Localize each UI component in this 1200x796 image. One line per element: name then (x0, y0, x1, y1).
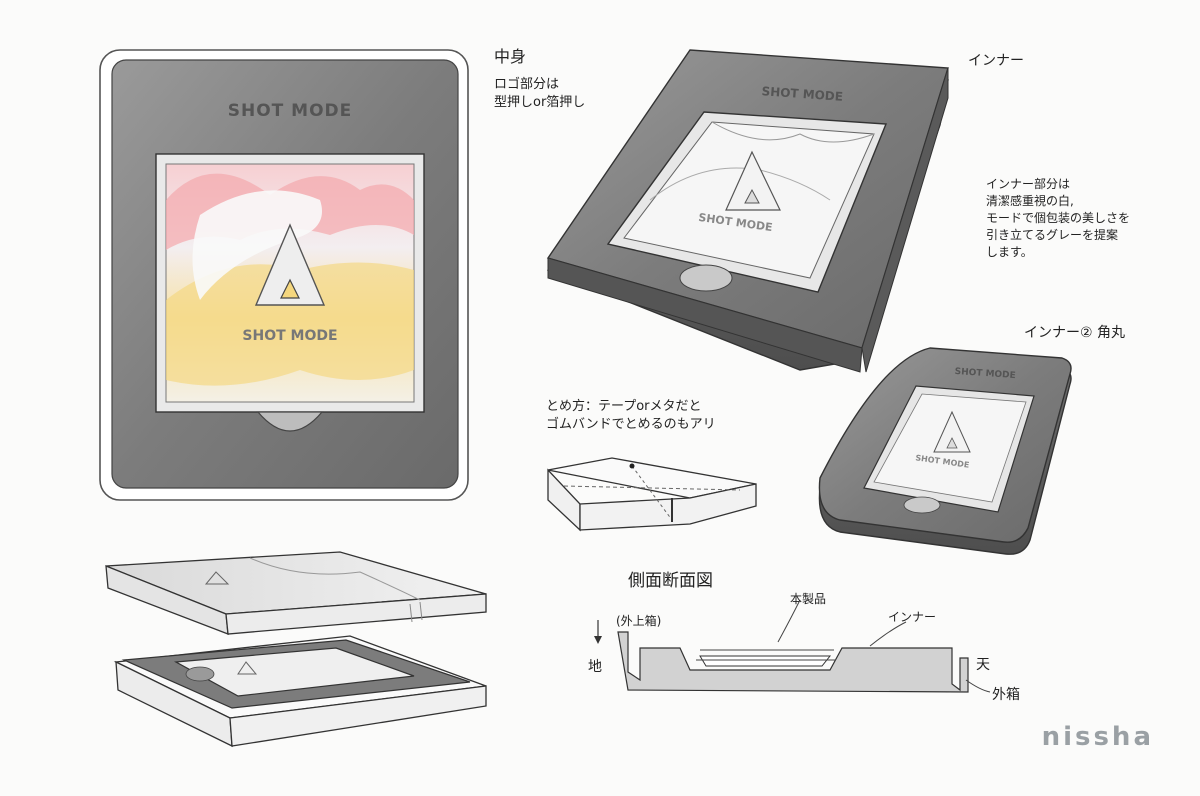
label-ground: 地 (588, 659, 602, 675)
rounded-box-logo-text: SHOT MODE (954, 367, 1016, 381)
closing-note: とめ方：テープorメタだと ゴムバンドでとめるのもアリ (546, 399, 716, 432)
inner-title: インナー (968, 53, 1024, 69)
label-inner: インナー (888, 610, 937, 624)
front-logo-text: SHOT MODE (228, 101, 353, 121)
inner2-title: インナー② 角丸 (1024, 325, 1126, 341)
closing-method-sketch (547, 457, 757, 532)
exploded-lid (105, 551, 487, 635)
side-cross-section (594, 599, 991, 693)
contents-note: ロゴ部分は 型押しor箔押し (494, 77, 586, 110)
label-top: 天 (976, 657, 990, 673)
inner-perspective-box: SHOT MODE SHOT MODE (546, 49, 949, 373)
brand-logo: nissha (1041, 722, 1154, 752)
label-product: 本製品 (790, 592, 827, 606)
front-inner-logo-text: SHOT MODE (242, 328, 337, 344)
inner-note: インナー部分は 清潔感重視の白, モードで個包装の美しさを 引き立てるグレーを提… (986, 177, 1131, 259)
inner-box-logo-text: SHOT MODE (761, 84, 843, 104)
label-outer-box: 外箱 (992, 687, 1020, 703)
front-view-box: SHOT MODE SHOT MODE (99, 49, 469, 501)
inner-rounded-box: SHOT MODE SHOT MODE (818, 347, 1072, 555)
label-outer-top: (外上箱) (616, 614, 662, 628)
cross-section-title: 側面断面図 (628, 571, 713, 591)
contents-title: 中身 (494, 47, 527, 66)
exploded-base-tray (113, 635, 487, 748)
